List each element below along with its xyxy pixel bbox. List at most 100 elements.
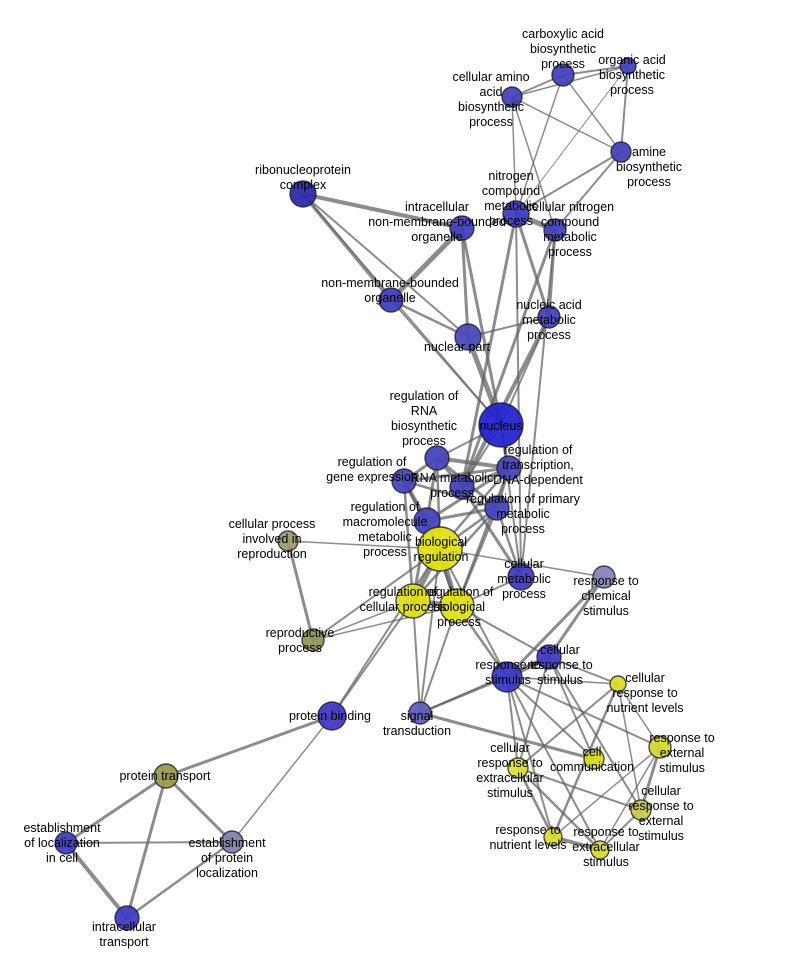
graph-edge[interactable] [460, 228, 557, 489]
graph-edge[interactable] [301, 192, 464, 230]
graph-edge[interactable] [515, 151, 622, 215]
graph-edge[interactable] [302, 193, 469, 338]
graph-node-cellular-response-to-external-stimulus[interactable] [630, 799, 652, 821]
graph-edge[interactable] [515, 74, 564, 215]
graph-edge[interactable] [460, 226, 503, 427]
graph-edge[interactable] [331, 548, 441, 717]
graph-node-protein-binding[interactable] [317, 701, 347, 731]
graph-edge[interactable] [389, 298, 470, 339]
graph-node-cellular-response-to-extracellular-stimulus[interactable] [507, 757, 529, 779]
graph-edge[interactable] [516, 766, 555, 839]
graph-node-cellular-response-to-stimulus[interactable] [536, 644, 562, 670]
graph-edge[interactable] [514, 212, 551, 319]
graph-edge[interactable] [65, 841, 233, 844]
graph-edge[interactable] [439, 548, 508, 678]
graph-node-establishment-of-localization-in-cell[interactable] [54, 831, 78, 855]
graph-edge[interactable] [287, 540, 441, 550]
graph-node-response-to-chemical-stimulus[interactable] [592, 565, 616, 589]
graph-edge[interactable] [506, 676, 595, 760]
graph-node-nucleic-acid-metabolic-process[interactable] [537, 305, 561, 329]
graph-node-amine-biosynthetic-process[interactable] [610, 141, 632, 163]
graph-node-organic-acid-biosynthetic-process[interactable] [619, 57, 637, 75]
graph-edge[interactable] [390, 299, 502, 426]
graph-edge[interactable] [412, 600, 421, 714]
graph-edge[interactable] [520, 229, 556, 578]
graph-node-establishment-of-protein-localization[interactable] [220, 830, 244, 854]
graph-edge[interactable] [125, 774, 168, 920]
graph-edge[interactable] [64, 841, 129, 920]
graph-edge[interactable] [460, 226, 470, 339]
graph-node-signal-transduction[interactable] [408, 701, 432, 725]
graph-edge[interactable] [511, 96, 622, 153]
graph-edge[interactable] [419, 656, 550, 714]
graph-node-carboxylic-acid-biosynthetic-process[interactable] [551, 63, 575, 87]
graph-edge[interactable] [506, 676, 601, 851]
graph-edge[interactable] [617, 683, 642, 811]
graph-node-intracellular-non-membrane-bounded-organelle[interactable] [449, 215, 475, 241]
graph-node-biological-regulation[interactable] [417, 526, 463, 572]
graph-node-response-to-nutrient-levels[interactable] [543, 827, 563, 847]
graph-node-regulation-of-gene-expression[interactable] [391, 468, 417, 494]
graph-node-response-to-extracellular-stimulus[interactable] [590, 840, 610, 860]
graph-node-cellular-process-involved-in-reproduction[interactable] [277, 530, 299, 552]
graph-edge[interactable] [547, 575, 606, 659]
graph-edge[interactable] [517, 767, 642, 811]
graph-edge[interactable] [419, 605, 458, 714]
graph-node-nitrogen-compound-metabolic-process[interactable] [502, 200, 530, 228]
graph-node-regulation-of-biological-process[interactable] [439, 588, 475, 624]
graph-edge[interactable] [515, 213, 522, 578]
graph-edge[interactable] [460, 315, 551, 489]
graph-node-non-membrane-bounded-organelle[interactable] [378, 287, 404, 313]
graph-edge[interactable] [548, 656, 642, 811]
graph-edge[interactable] [439, 548, 605, 578]
graph-edge[interactable] [402, 479, 415, 603]
graph-edge[interactable] [64, 774, 168, 845]
graph-node-nuclear-part[interactable] [454, 323, 482, 351]
graph-edge[interactable] [312, 548, 441, 641]
graph-node-response-to-external-stimulus[interactable] [648, 735, 672, 759]
graph-edge[interactable] [388, 225, 465, 303]
graph-node-cellular-amino-acid-biosynthetic-process[interactable] [501, 86, 523, 108]
graph-edge[interactable] [286, 539, 315, 642]
graph-node-regulation-of-rna-biosynthetic-process[interactable] [424, 445, 450, 471]
graph-edge[interactable] [620, 65, 629, 153]
graph-node-regulation-of-primary-metabolic-process[interactable] [484, 495, 510, 521]
graph-edge[interactable] [231, 715, 333, 843]
graph-node-intracellular-transport[interactable] [114, 905, 140, 931]
graph-edge[interactable] [511, 96, 556, 231]
graph-node-protein-transport[interactable] [153, 763, 179, 789]
graph-edge[interactable] [418, 711, 596, 761]
graph-node-regulation-of-cellular-process[interactable] [395, 583, 431, 619]
graph-edge[interactable] [500, 424, 522, 578]
graph-edge[interactable] [467, 316, 550, 338]
graph-edge[interactable] [511, 96, 517, 215]
graph-node-response-to-stimulus[interactable] [491, 661, 523, 693]
graph-edge[interactable] [515, 65, 629, 215]
graph-node-cellular-metabolic-process[interactable] [507, 563, 535, 591]
graph-edge[interactable] [517, 656, 550, 769]
graph-edge[interactable] [460, 485, 523, 579]
graph-node-cellular-response-to-nutrient-levels[interactable] [609, 675, 627, 693]
graph-edge[interactable] [164, 774, 234, 844]
graph-edge[interactable] [599, 746, 661, 851]
graph-edge[interactable] [505, 575, 606, 679]
graph-node-cellular-nitrogen-compound-metabolic-process[interactable] [543, 218, 567, 242]
graph-edge[interactable] [554, 151, 622, 231]
graph-edge[interactable] [419, 548, 441, 714]
graph-edge[interactable] [312, 600, 414, 641]
graph-node-ribonucleoprotein-complex[interactable] [289, 180, 317, 208]
graph-node-reproductive-process[interactable] [301, 628, 325, 652]
graph-node-nucleus[interactable] [478, 402, 524, 448]
graph-node-cell-communication[interactable] [583, 748, 605, 770]
graph-edge[interactable] [402, 466, 511, 483]
graph-edge[interactable] [617, 683, 661, 748]
graph-edge[interactable] [516, 766, 602, 852]
graph-edge[interactable] [402, 479, 499, 510]
graph-edge[interactable] [517, 683, 619, 769]
graph-edge[interactable] [548, 656, 595, 760]
graph-edge[interactable] [164, 714, 334, 778]
graph-edge[interactable] [125, 840, 234, 920]
graph-edge[interactable] [331, 600, 414, 717]
graph-node-regulation-of-transcription-dna-dependent[interactable] [496, 455, 522, 481]
graph-node-rna-metabolic-process[interactable] [449, 474, 475, 500]
